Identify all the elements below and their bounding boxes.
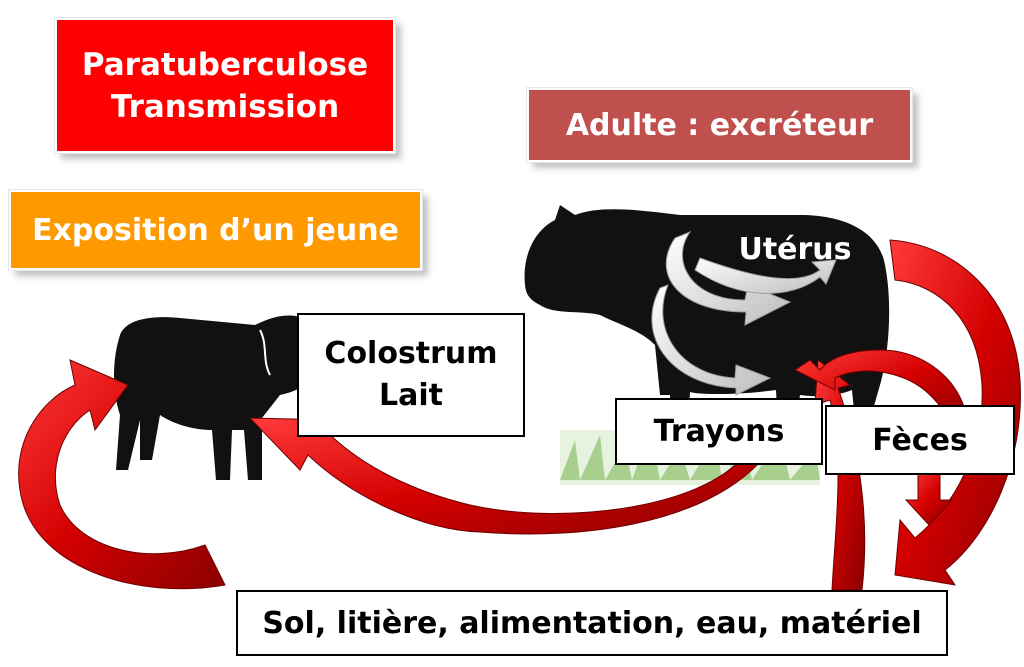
environment-to-adult-arrow <box>814 359 866 591</box>
adult-cow-silhouette <box>524 205 890 430</box>
environment-to-calf-arrow <box>18 359 226 590</box>
milk-label: Lait <box>379 378 443 413</box>
title-line-1: Paratuberculose <box>81 46 369 83</box>
young-exposure-label: Exposition d’un jeune <box>8 189 423 271</box>
title-line-2: Transmission <box>110 88 340 125</box>
feces-loop-arrow <box>794 349 966 432</box>
colostrum-milk-box: Colostrum Lait <box>297 313 525 437</box>
teats-box: Trayons <box>615 398 823 465</box>
uterus-arrows <box>651 230 837 396</box>
environment-box: Sol, litière, alimentation, eau, matérie… <box>236 590 948 656</box>
feces-down-arrow <box>904 471 954 526</box>
uterus-label: Utérus <box>738 231 852 267</box>
calf-silhouette <box>114 315 323 480</box>
title-box: Paratuberculose Transmission <box>54 17 396 154</box>
feces-box: Fèces <box>825 405 1015 475</box>
adult-excretor-label: Adulte : excréteur <box>526 87 913 163</box>
colostrum-label: Colostrum <box>324 336 498 371</box>
adult-to-environment-arrow <box>889 239 1021 586</box>
